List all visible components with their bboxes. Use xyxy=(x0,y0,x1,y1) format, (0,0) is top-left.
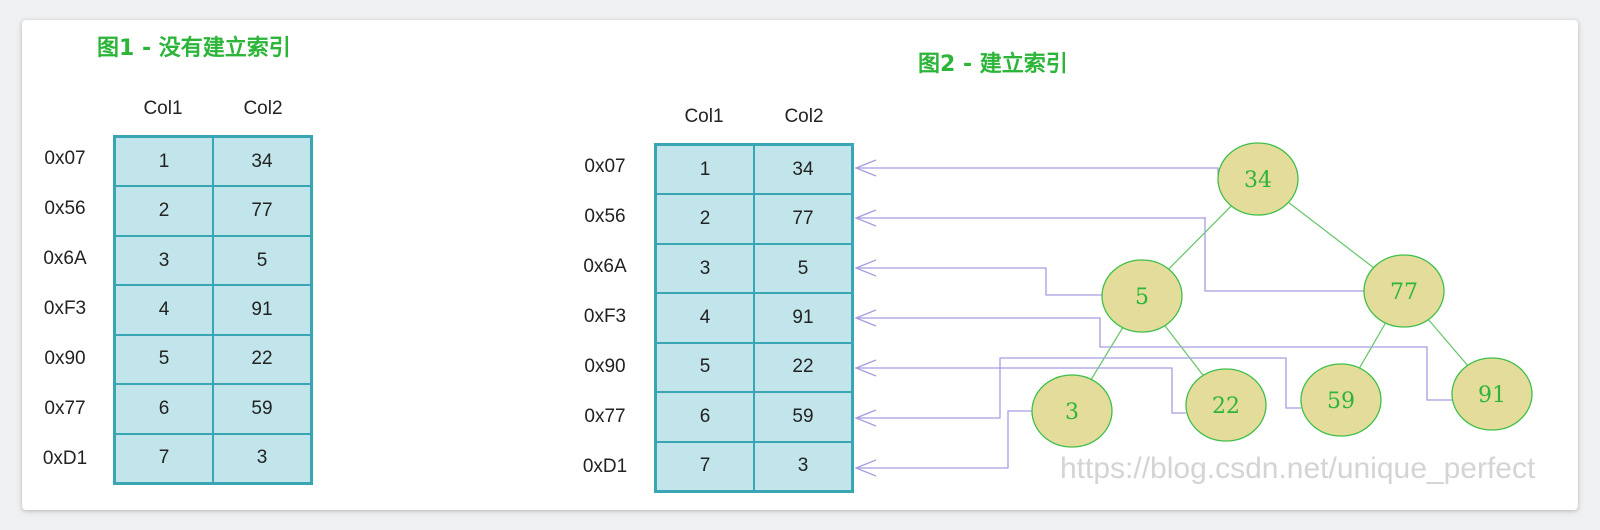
index-pointer-line xyxy=(856,267,1102,296)
table-cell: 5 xyxy=(115,334,213,385)
row-address: 0x56 xyxy=(584,206,626,227)
table-cell: 2 xyxy=(115,186,213,236)
table-cell: 22 xyxy=(754,342,852,393)
index-pointer-line xyxy=(856,410,1032,469)
table-cell: 3 xyxy=(213,433,311,483)
table-cell: 4 xyxy=(115,285,213,335)
pointer-arrowhead xyxy=(854,259,877,277)
table-cell: 5 xyxy=(213,235,311,286)
table-cell: 6 xyxy=(115,384,213,434)
figure2-title: 图2 - 建立索引 xyxy=(918,52,1068,77)
figure1-table: 1 34 2 77 3 5 4 91 5 22 6 59 7 3 xyxy=(113,135,313,485)
table-cell: 34 xyxy=(754,145,852,195)
tree-node-label: 5 xyxy=(1135,285,1149,310)
table-cell: 5 xyxy=(754,243,852,294)
index-pointer-line xyxy=(856,367,1186,414)
table-cell: 1 xyxy=(115,137,213,187)
row-address: 0xF3 xyxy=(583,306,627,327)
tree-node xyxy=(1185,368,1267,442)
tree-node xyxy=(1101,259,1183,333)
table-cell: 7 xyxy=(656,441,754,491)
pointer-arrowhead xyxy=(854,359,877,377)
tree-node xyxy=(1217,142,1299,216)
table-cell: 7 xyxy=(115,433,213,483)
table-cell: 34 xyxy=(213,137,311,187)
table-cell: 2 xyxy=(656,194,754,244)
watermark: https://blog.csdn.net/unique_perfect xyxy=(1060,452,1536,485)
table-cell: 59 xyxy=(213,384,311,434)
row-address: 0x77 xyxy=(44,398,86,419)
table-cell: 59 xyxy=(754,392,852,442)
table-cell: 3 xyxy=(754,441,852,491)
table-cell: 3 xyxy=(115,235,213,286)
row-address: 0xF3 xyxy=(43,298,87,319)
row-address: 0xD1 xyxy=(42,448,88,469)
tree-node-label: 3 xyxy=(1065,400,1079,425)
tree-node xyxy=(1451,357,1533,431)
figure1-col2-header: Col2 xyxy=(243,98,283,119)
figure2-table: 1 34 2 77 3 5 4 91 5 22 6 59 7 3 xyxy=(654,143,854,493)
table-cell: 91 xyxy=(754,293,852,343)
tree-node-label: 34 xyxy=(1244,168,1272,193)
index-pointer-line xyxy=(856,217,1364,292)
row-address: 0x90 xyxy=(44,348,86,369)
figure2-col2-header: Col2 xyxy=(784,106,824,127)
table-cell: 5 xyxy=(656,342,754,393)
pointer-arrowhead xyxy=(854,159,877,177)
row-address: 0x56 xyxy=(44,198,86,219)
table-cell: 4 xyxy=(656,293,754,343)
table-cell: 1 xyxy=(656,145,754,195)
tree-node xyxy=(1363,254,1445,328)
tree-node-label: 77 xyxy=(1390,280,1418,305)
pointer-arrowhead xyxy=(854,309,877,327)
index-pointer-line xyxy=(856,317,1452,401)
row-address: 0x6A xyxy=(43,248,87,269)
pointer-arrowhead xyxy=(854,409,877,427)
row-address: 0x6A xyxy=(583,256,627,277)
tree-node-label: 91 xyxy=(1478,383,1506,408)
row-address: 0xD1 xyxy=(582,456,628,477)
table-cell: 77 xyxy=(754,194,852,244)
table-cell: 3 xyxy=(656,243,754,294)
tree-node-label: 22 xyxy=(1212,394,1240,419)
table-cell: 77 xyxy=(213,186,311,236)
table-cell: 91 xyxy=(213,285,311,335)
row-address: 0x77 xyxy=(584,406,626,427)
row-address: 0x07 xyxy=(44,148,86,169)
tree-node xyxy=(1300,363,1382,437)
pointer-arrowhead xyxy=(854,459,877,477)
index-pointer-line xyxy=(856,167,1219,175)
table-cell: 22 xyxy=(213,334,311,385)
figure2-col1-header: Col1 xyxy=(684,106,724,127)
figure1-title: 图1 - 没有建立索引 xyxy=(97,36,291,61)
pointer-arrowhead xyxy=(854,209,877,227)
row-address: 0x07 xyxy=(584,156,626,177)
tree-node-label: 59 xyxy=(1327,389,1355,414)
row-address: 0x90 xyxy=(584,356,626,377)
tree-node xyxy=(1031,374,1113,448)
index-pointer-line xyxy=(856,357,1301,419)
table-cell: 6 xyxy=(656,392,754,442)
figure1-col1-header: Col1 xyxy=(143,98,183,119)
